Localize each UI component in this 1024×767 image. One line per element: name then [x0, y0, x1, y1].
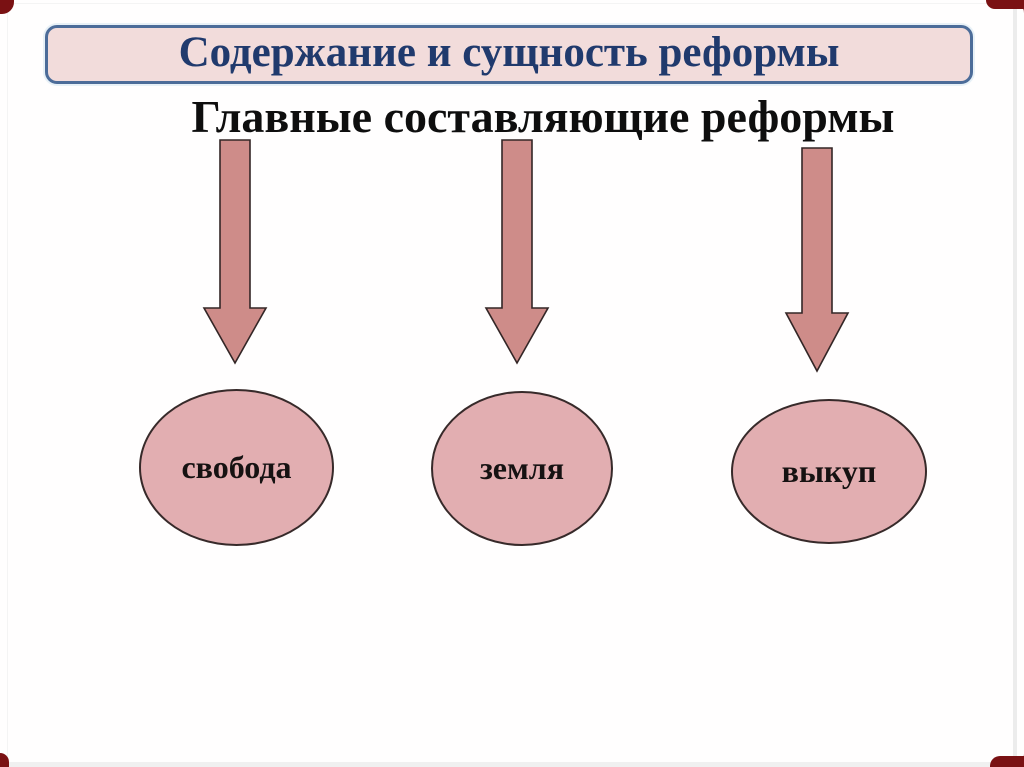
- component-label: земля: [479, 450, 565, 486]
- down-arrow-icon-3: [784, 147, 850, 373]
- down-arrow-icon-2: [484, 139, 550, 365]
- component-label: свобода: [181, 449, 292, 485]
- corner-accent-top-right: [986, 0, 1024, 9]
- down-arrow-icon-1: [202, 139, 268, 365]
- component-ellipse-svoboda: свобода: [139, 389, 334, 546]
- bottom-edge-strip: [0, 762, 1024, 767]
- component-label: выкуп: [781, 453, 877, 489]
- corner-accent-bottom-left: [0, 753, 9, 767]
- component-ellipse-vykup: выкуп: [731, 399, 927, 544]
- component-ellipse-zemlya: земля: [431, 391, 613, 546]
- slide-title: Содержание и сущность реформы: [178, 29, 840, 76]
- slide-subtitle: Главные составляющие реформы: [191, 91, 895, 142]
- corner-accent-bottom-right: [990, 756, 1024, 767]
- right-edge-strip: [1013, 0, 1017, 767]
- title-box: Содержание и сущность реформы: [45, 25, 973, 84]
